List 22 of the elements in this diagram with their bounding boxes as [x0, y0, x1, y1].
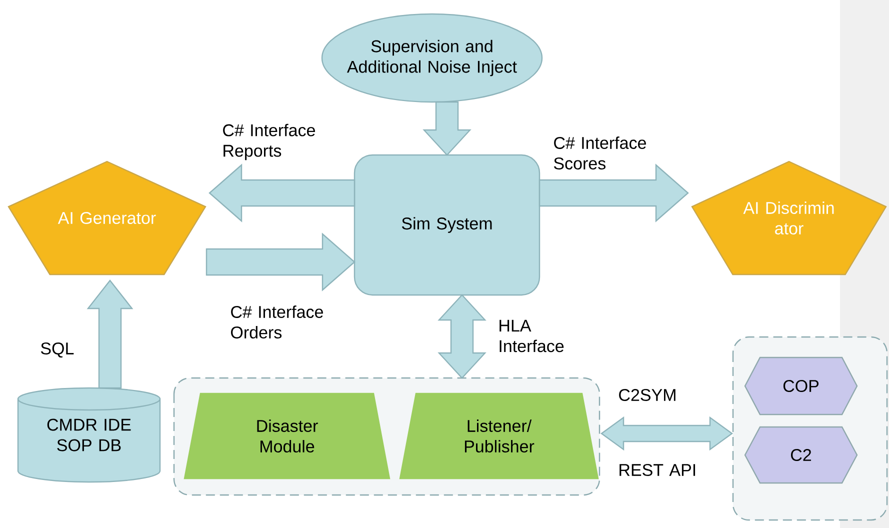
- edge-label: C2SYM: [619, 388, 676, 402]
- edge-label: C# Interface Reports: [223, 124, 315, 160]
- edge-label: SQL: [40, 342, 74, 358]
- oval-node: Supervision and Additional Noise Inject: [321, 13, 543, 103]
- database-cylinder: CMDR IDE SOP DB: [17, 387, 161, 483]
- process-box: Sim System: [354, 154, 540, 296]
- connector-label: REST API: [620, 464, 696, 476]
- edge-label: C# Interface Scores: [554, 136, 646, 170]
- pentagon-node: AI Discrimin ator: [691, 160, 887, 276]
- edge-label: C# Interface Orders: [231, 306, 323, 338]
- module-trapezoid: Disaster Module: [184, 392, 390, 480]
- block-arrow: [208, 164, 356, 222]
- module-trapezoid: Listener/ Publisher: [399, 392, 599, 480]
- block-arrow: [86, 280, 134, 389]
- edge-label: HLA Interface: [500, 320, 564, 352]
- block-arrow: [438, 294, 486, 379]
- pentagon-node: AI Generator: [8, 160, 206, 276]
- block-arrow: [538, 164, 689, 222]
- hexagon-node: COP: [744, 356, 858, 416]
- hexagon-node: C2: [744, 426, 858, 484]
- block-arrow: [206, 232, 356, 292]
- block-arrow: [422, 101, 472, 156]
